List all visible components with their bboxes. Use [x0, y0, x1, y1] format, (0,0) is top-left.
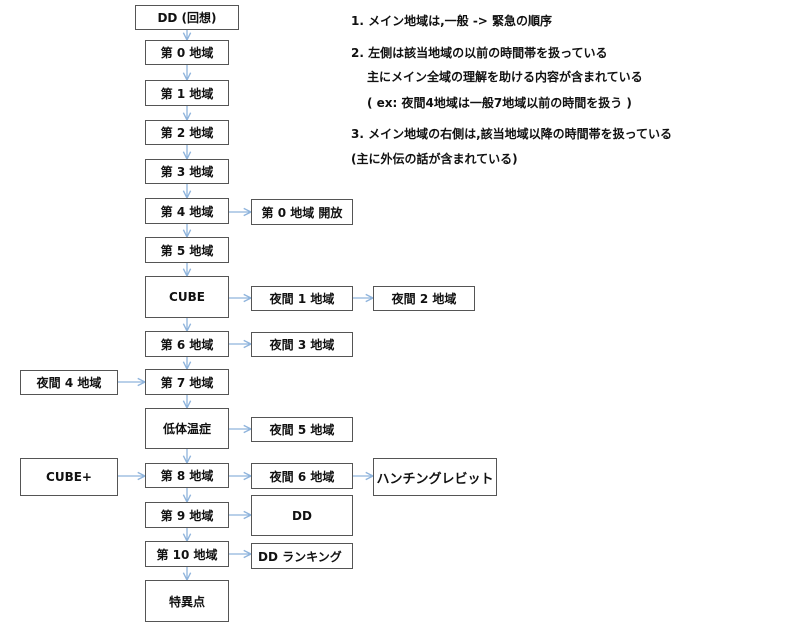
node-night-3: 夜間 3 地域 [251, 332, 353, 357]
node-area-0: 第 0 地域 [145, 40, 229, 65]
node-area-4: 第 4 地域 [145, 198, 229, 224]
node-cube: CUBE [145, 276, 229, 318]
node-singularity: 特異点 [145, 580, 229, 622]
node-hunting-rabbit: ハンチングレビット [373, 458, 497, 496]
note-2-example: ( ex: 夜間4地域は一般7地域以前の時間を扱う ) [367, 96, 632, 110]
note-1: 1. メイン地域は,一般 -> 緊急の順序 [351, 14, 553, 28]
node-area-1: 第 1 地域 [145, 80, 229, 106]
node-dd-recall: DD (回想) [135, 5, 239, 30]
node-night-2: 夜間 2 地域 [373, 286, 475, 311]
node-hypothermia: 低体温症 [145, 408, 229, 449]
node-area-9: 第 9 地域 [145, 502, 229, 528]
node-night-4: 夜間 4 地域 [20, 370, 118, 395]
node-night-5: 夜間 5 地域 [251, 417, 353, 442]
note-2-heading: 2. 左側は該当地域の以前の時間帯を扱っている [351, 46, 608, 60]
node-night-6: 夜間 6 地域 [251, 463, 353, 489]
note-2-detail: 主にメイン全域の理解を助ける内容が含まれている [367, 70, 643, 84]
note-3-heading: 3. メイン地域の右側は,該当地域以降の時間帯を扱っている [351, 127, 673, 141]
node-area-7: 第 7 地域 [145, 369, 229, 395]
node-dd: DD [251, 495, 353, 536]
node-area-5: 第 5 地域 [145, 237, 229, 263]
note-3-detail: (主に外伝の話が含まれている) [351, 152, 518, 166]
node-area-6: 第 6 地域 [145, 331, 229, 357]
node-area-2: 第 2 地域 [145, 120, 229, 145]
node-area-0-open: 第 0 地域 開放 [251, 199, 353, 225]
node-cube-plus: CUBE+ [20, 458, 118, 496]
node-area-3: 第 3 地域 [145, 159, 229, 184]
node-area-8: 第 8 地域 [145, 463, 229, 488]
node-night-1: 夜間 1 地域 [251, 286, 353, 311]
node-area-10: 第 10 地域 [145, 541, 229, 567]
node-dd-ranking: DD ランキング [251, 543, 353, 569]
